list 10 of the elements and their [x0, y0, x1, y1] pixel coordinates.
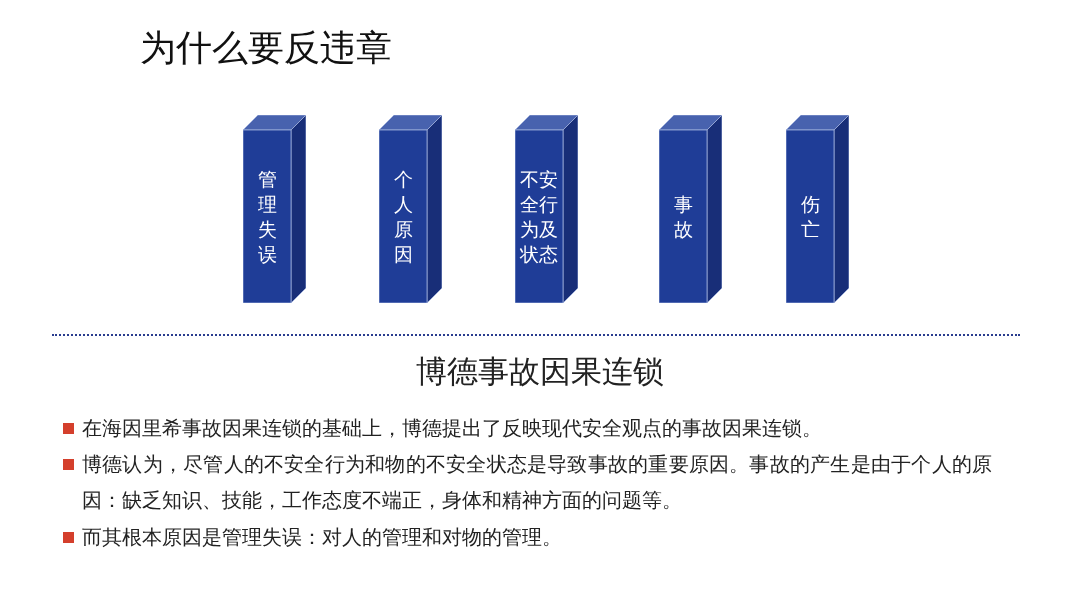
block-label: 管理失误: [257, 167, 277, 267]
block-label: 不安全行为及状态: [520, 167, 558, 267]
block-label: 伤亡: [800, 192, 820, 242]
block-label: 个人原因: [393, 167, 413, 267]
block-label: 事故: [673, 192, 693, 242]
bullet-text: 博德认为，尽管人的不安全行为和物的不安全状态是导致事故的重要原因。事故的产生是由于个人的原因：缺乏知识、技能，工作态度不端正，身体和精神方面的问题等。: [82, 452, 992, 513]
bullet-text: 而其根本原因是管理失误：对人的管理和对物的管理。: [82, 525, 563, 550]
section-heading: 博德事故因果连锁: [415, 353, 665, 391]
slide-title: 为什么要反违章: [140, 26, 392, 70]
bullet-text: 在海因里希事故因果连锁的基础上，博德提出了反映现代安全观点的事故因果连锁。: [82, 416, 823, 441]
